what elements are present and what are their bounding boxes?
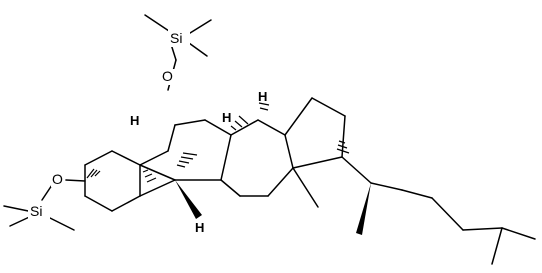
o-left-label: O xyxy=(52,171,63,187)
c10-h-wedge xyxy=(175,180,202,219)
c18-methyl-bond xyxy=(292,167,319,208)
h-label-c8: H xyxy=(258,89,267,104)
si-left-label: Si xyxy=(30,203,42,219)
ring-a xyxy=(84,150,141,212)
ring-c xyxy=(220,119,294,197)
ring-b xyxy=(139,119,232,197)
si-top-label: Si xyxy=(170,30,182,46)
h-label-c10: H xyxy=(195,220,204,235)
otms-c6-group: Si O xyxy=(144,14,212,91)
h-label-c9: H xyxy=(222,110,231,125)
otms-c3-group: O Si xyxy=(3,171,86,231)
ring-d xyxy=(284,97,346,169)
hashed-bonds xyxy=(86,102,350,183)
c20-methyl-wedge xyxy=(356,183,371,235)
side-chain xyxy=(341,156,536,265)
h-label-c5: H xyxy=(130,113,139,128)
o-top-label: O xyxy=(162,68,173,84)
